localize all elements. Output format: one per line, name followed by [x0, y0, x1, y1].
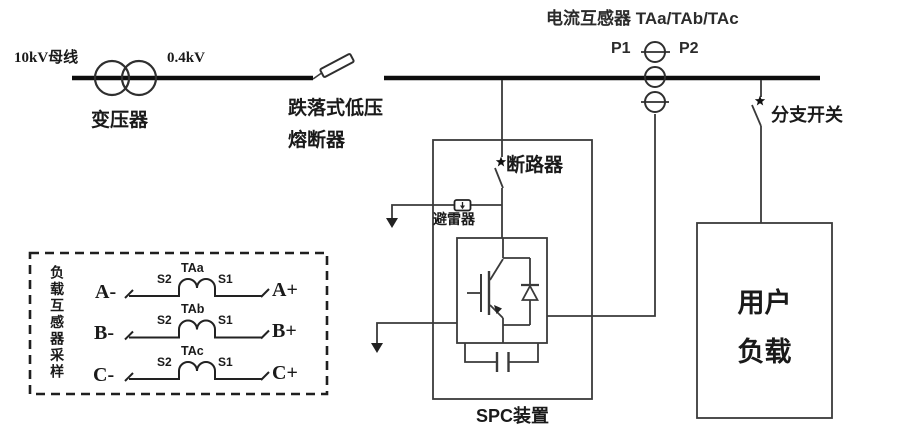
ct-legend-icon [641, 41, 670, 63]
dropout-fuse-icon [312, 53, 355, 80]
ground-arrow-icon [371, 343, 383, 353]
transformer-icon [93, 59, 158, 97]
ct-winding-row-a [124, 278, 270, 299]
branch-switch-blade-icon [751, 104, 762, 127]
label-user-load: 用户 负载 [697, 223, 832, 418]
label-load-line1: 用户 [737, 288, 792, 318]
label-phase-c-neg: C- [93, 364, 115, 386]
label-row-c-s2: S2 [157, 355, 172, 369]
dc-capacitor-icon [464, 343, 539, 372]
label-row-a-s1: S1 [218, 272, 233, 286]
label-breaker: 断路器 [506, 155, 564, 176]
surge-arrester-icon [453, 199, 472, 212]
label-04kv: 0.4kV [167, 50, 205, 66]
igbt-module-icon [467, 238, 540, 343]
label-phase-b-neg: B- [94, 322, 114, 344]
ground-arrow-icon [386, 218, 398, 228]
label-branch-switch: 分支开关 [771, 105, 843, 125]
label-ct-title: 电流互感器 TAa/TAb/TAc [546, 9, 739, 28]
label-row-a-ta: TAa [181, 261, 204, 275]
label-p2: P2 [679, 40, 699, 57]
label-row-b-ta: TAb [181, 302, 205, 316]
spc-left-rail [376, 322, 457, 344]
ct-branch-icon [641, 91, 669, 113]
load-box [696, 222, 833, 419]
label-fuse-line1: 跌落式低压 [288, 98, 384, 119]
label-phase-a-pos: A+ [272, 279, 298, 301]
label-phase-a-neg: A- [95, 281, 117, 303]
label-row-b-s2: S2 [157, 313, 172, 327]
label-sampling-vertical: 负载互感器采样 [49, 265, 66, 381]
label-phase-c-pos: C+ [272, 362, 298, 384]
spc-right-rail [547, 114, 656, 317]
spc-enclosure-box [432, 139, 593, 400]
label-arrester: 避雷器 [433, 211, 475, 227]
ct-winding-row-b [124, 319, 270, 341]
label-transformer: 变压器 [91, 110, 149, 131]
ct-bus-icon [644, 66, 666, 88]
branch-contact-star-icon [754, 95, 766, 106]
label-load-line2: 负载 [737, 337, 792, 367]
label-p1: P1 [611, 40, 631, 57]
label-spc-device: SPC装置 [475, 406, 549, 426]
label-row-a-s2: S2 [157, 272, 172, 286]
label-fuse-line2: 熔断器 [288, 130, 346, 151]
label-10kv-bus: 10kV母线 [14, 50, 79, 66]
diode-icon [520, 284, 540, 301]
breaker-blade-icon [494, 167, 504, 189]
label-phase-b-pos: B+ [272, 320, 297, 342]
breaker-contact-star-icon [495, 156, 507, 167]
label-dropout-fuse: 跌落式低压 熔断器 [288, 93, 383, 157]
label-row-c-s1: S1 [218, 355, 233, 369]
label-row-c-ta: TAc [181, 344, 204, 358]
sampling-dashed-box [28, 251, 329, 396]
ct-winding-row-c [124, 361, 270, 382]
label-row-b-s1: S1 [218, 313, 233, 327]
inverter-box [456, 237, 548, 344]
